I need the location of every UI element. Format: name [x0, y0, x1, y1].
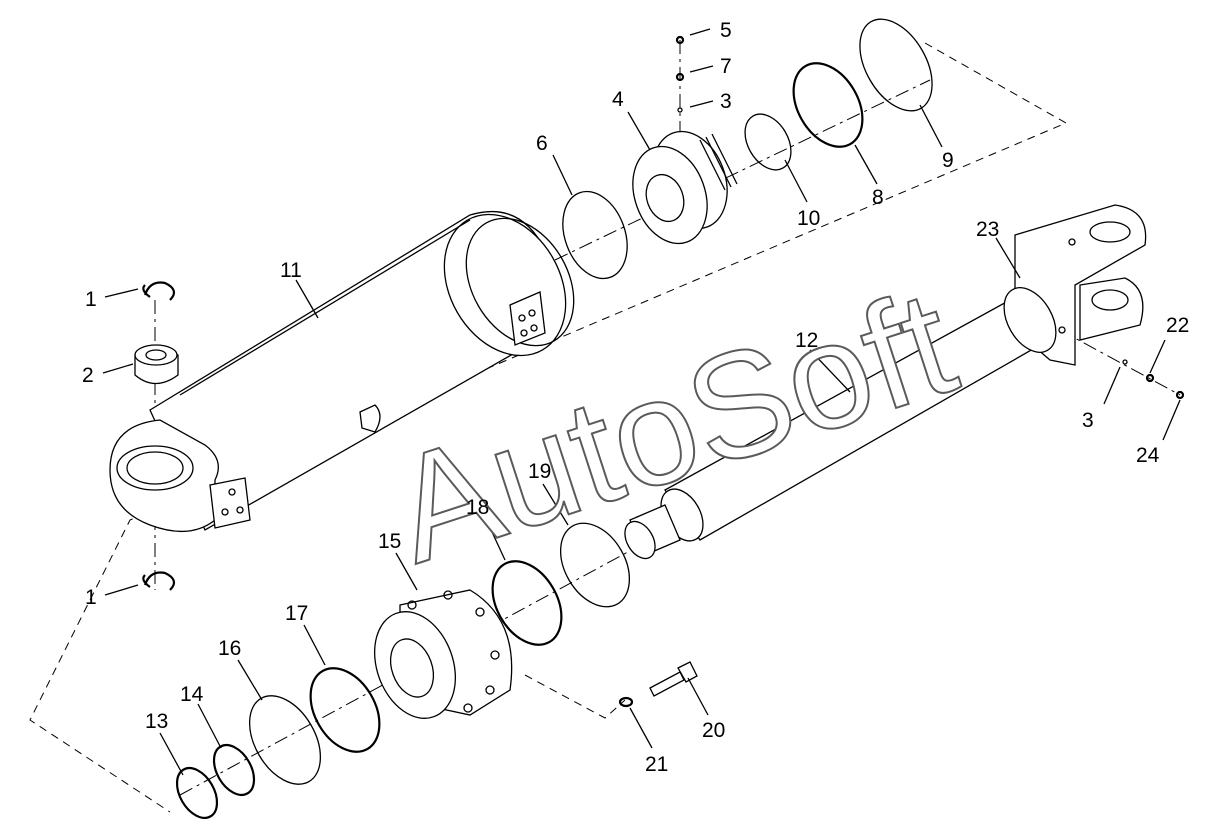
callout-1-top: 1: [85, 288, 97, 311]
callout-9: 9: [942, 149, 954, 172]
callout-5: 5: [720, 19, 732, 42]
callout-22: 22: [1166, 314, 1189, 337]
assembly-outline: [29, 42, 1068, 813]
callout-12: 12: [795, 329, 818, 352]
callout-24: 24: [1136, 444, 1160, 467]
callout-13: 13: [145, 710, 168, 733]
callout-14: 14: [180, 683, 204, 706]
piston-rod: [624, 204, 1185, 560]
callout-21: 21: [645, 753, 668, 776]
retaining-rings-and-bushing: [134, 281, 179, 591]
callout-23: 23: [976, 218, 999, 241]
callout-10: 10: [797, 207, 820, 230]
callout-3-top: 3: [720, 90, 732, 113]
piston-and-seals: [562, 18, 933, 280]
callout-labels: 1 2 1 3 3 4 5 6 7 8 9 10 11 12 13 14 15 …: [82, 19, 1189, 776]
callout-4: 4: [612, 88, 624, 111]
callout-7: 7: [720, 55, 732, 78]
leader-lines: [102, 28, 1181, 776]
callout-6: 6: [536, 132, 548, 155]
callout-2: 2: [82, 364, 94, 387]
callout-3-right: 3: [1082, 409, 1094, 432]
callout-11: 11: [280, 259, 302, 282]
callout-17: 17: [285, 602, 308, 625]
callout-16: 16: [218, 637, 241, 660]
callout-20: 20: [702, 719, 725, 742]
cylinder-barrel: [109, 210, 575, 533]
callout-19: 19: [528, 460, 551, 483]
cylinder-head-and-seals: [175, 522, 698, 819]
callout-1-bottom: 1: [85, 586, 97, 609]
callout-8: 8: [872, 186, 884, 209]
callout-15: 15: [378, 530, 401, 553]
callout-18: 18: [466, 496, 489, 519]
